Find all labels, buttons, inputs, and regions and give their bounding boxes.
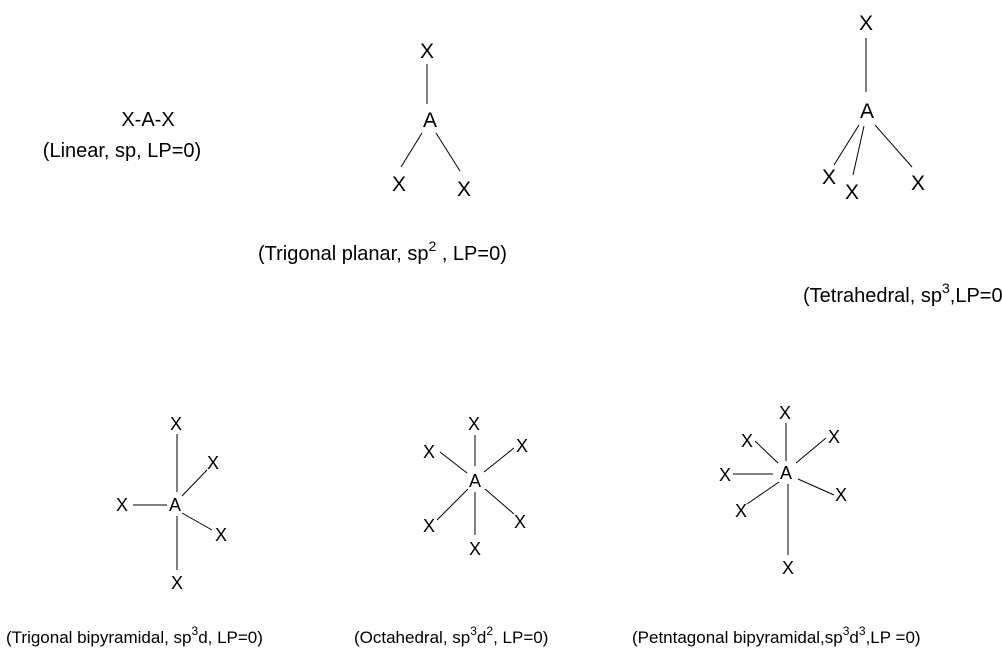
trigonal-bipyramidal-structure: X X X A X X (Trigonal bipyramidal, sp3d,… [6,414,263,647]
octahedral-structure: X X X A X X X (Octahedral, sp3d2, LP=0) [354,414,548,647]
central-atom: A [860,100,874,123]
central-atom: A [780,463,792,483]
ligand-atom: X [828,427,840,447]
trigonal-planar-structure: X A X X (Trigonal planar, sp2 , LP=0) [258,40,507,265]
bond [746,481,780,505]
ligand-atom: X [207,453,219,473]
bond [754,440,779,464]
ligand-atom: X [420,40,434,63]
ligand-atom: X [516,436,528,456]
ligand-atom: X [719,465,731,485]
bond [484,488,515,515]
ligand-atom: X [835,485,847,505]
pentagonal-bipyramidal-caption: (Petntagonal bipyramidal,sp3d3,LP =0) [632,624,921,647]
ligand-atom: X [859,12,873,35]
bond [181,512,213,531]
bond [852,125,865,176]
ligand-atom: X [171,573,183,593]
ligand-atom: X [514,512,526,532]
ligand-atom: X [741,431,753,451]
ligand-atom: X [468,414,480,434]
trigonal-bipyramidal-caption: (Trigonal bipyramidal, sp3d, LP=0) [6,624,263,647]
bond [483,447,515,473]
bond [797,478,835,496]
ligand-atom: X [782,558,794,578]
ligand-atom: X [735,501,747,521]
bond [435,132,461,172]
ligand-atom: X [423,442,435,462]
bond [833,124,860,166]
bond [795,437,827,464]
central-atom: A [169,495,181,515]
ligand-atom: X [215,525,227,545]
linear-formula: X-A-X [121,109,174,131]
bond [439,451,468,474]
tetrahedral-caption: (Tetrahedral, sp3,LP=0) [803,280,1002,307]
bond [181,469,208,497]
bond [874,124,913,168]
central-atom: A [469,471,481,491]
bond [400,132,423,168]
ligand-atom: X [170,414,182,434]
ligand-atom: X [423,516,435,536]
ligand-atom: X [779,403,791,423]
octahedral-caption: (Octahedral, sp3d2, LP=0) [354,624,548,647]
linear-structure: X-A-X (Linear, sp, LP=0) [43,109,201,162]
trigonal-planar-caption: (Trigonal planar, sp2 , LP=0) [258,238,507,265]
bond [436,488,469,521]
tetrahedral-structure: X A X X X (Tetrahedral, sp3,LP=0) [803,12,1002,307]
ligand-atom: X [845,181,859,204]
pentagonal-bipyramidal-structure: X X X X A X X X (Petntagonal bipyramidal… [632,403,921,647]
ligand-atom: X [911,172,925,195]
ligand-atom: X [469,539,481,559]
ligand-atom: X [457,178,471,201]
ligand-atom: X [392,173,406,196]
linear-caption: (Linear, sp, LP=0) [43,140,201,162]
central-atom: A [423,109,437,132]
ligand-atom: X [822,166,836,189]
ligand-atom: X [116,495,128,515]
